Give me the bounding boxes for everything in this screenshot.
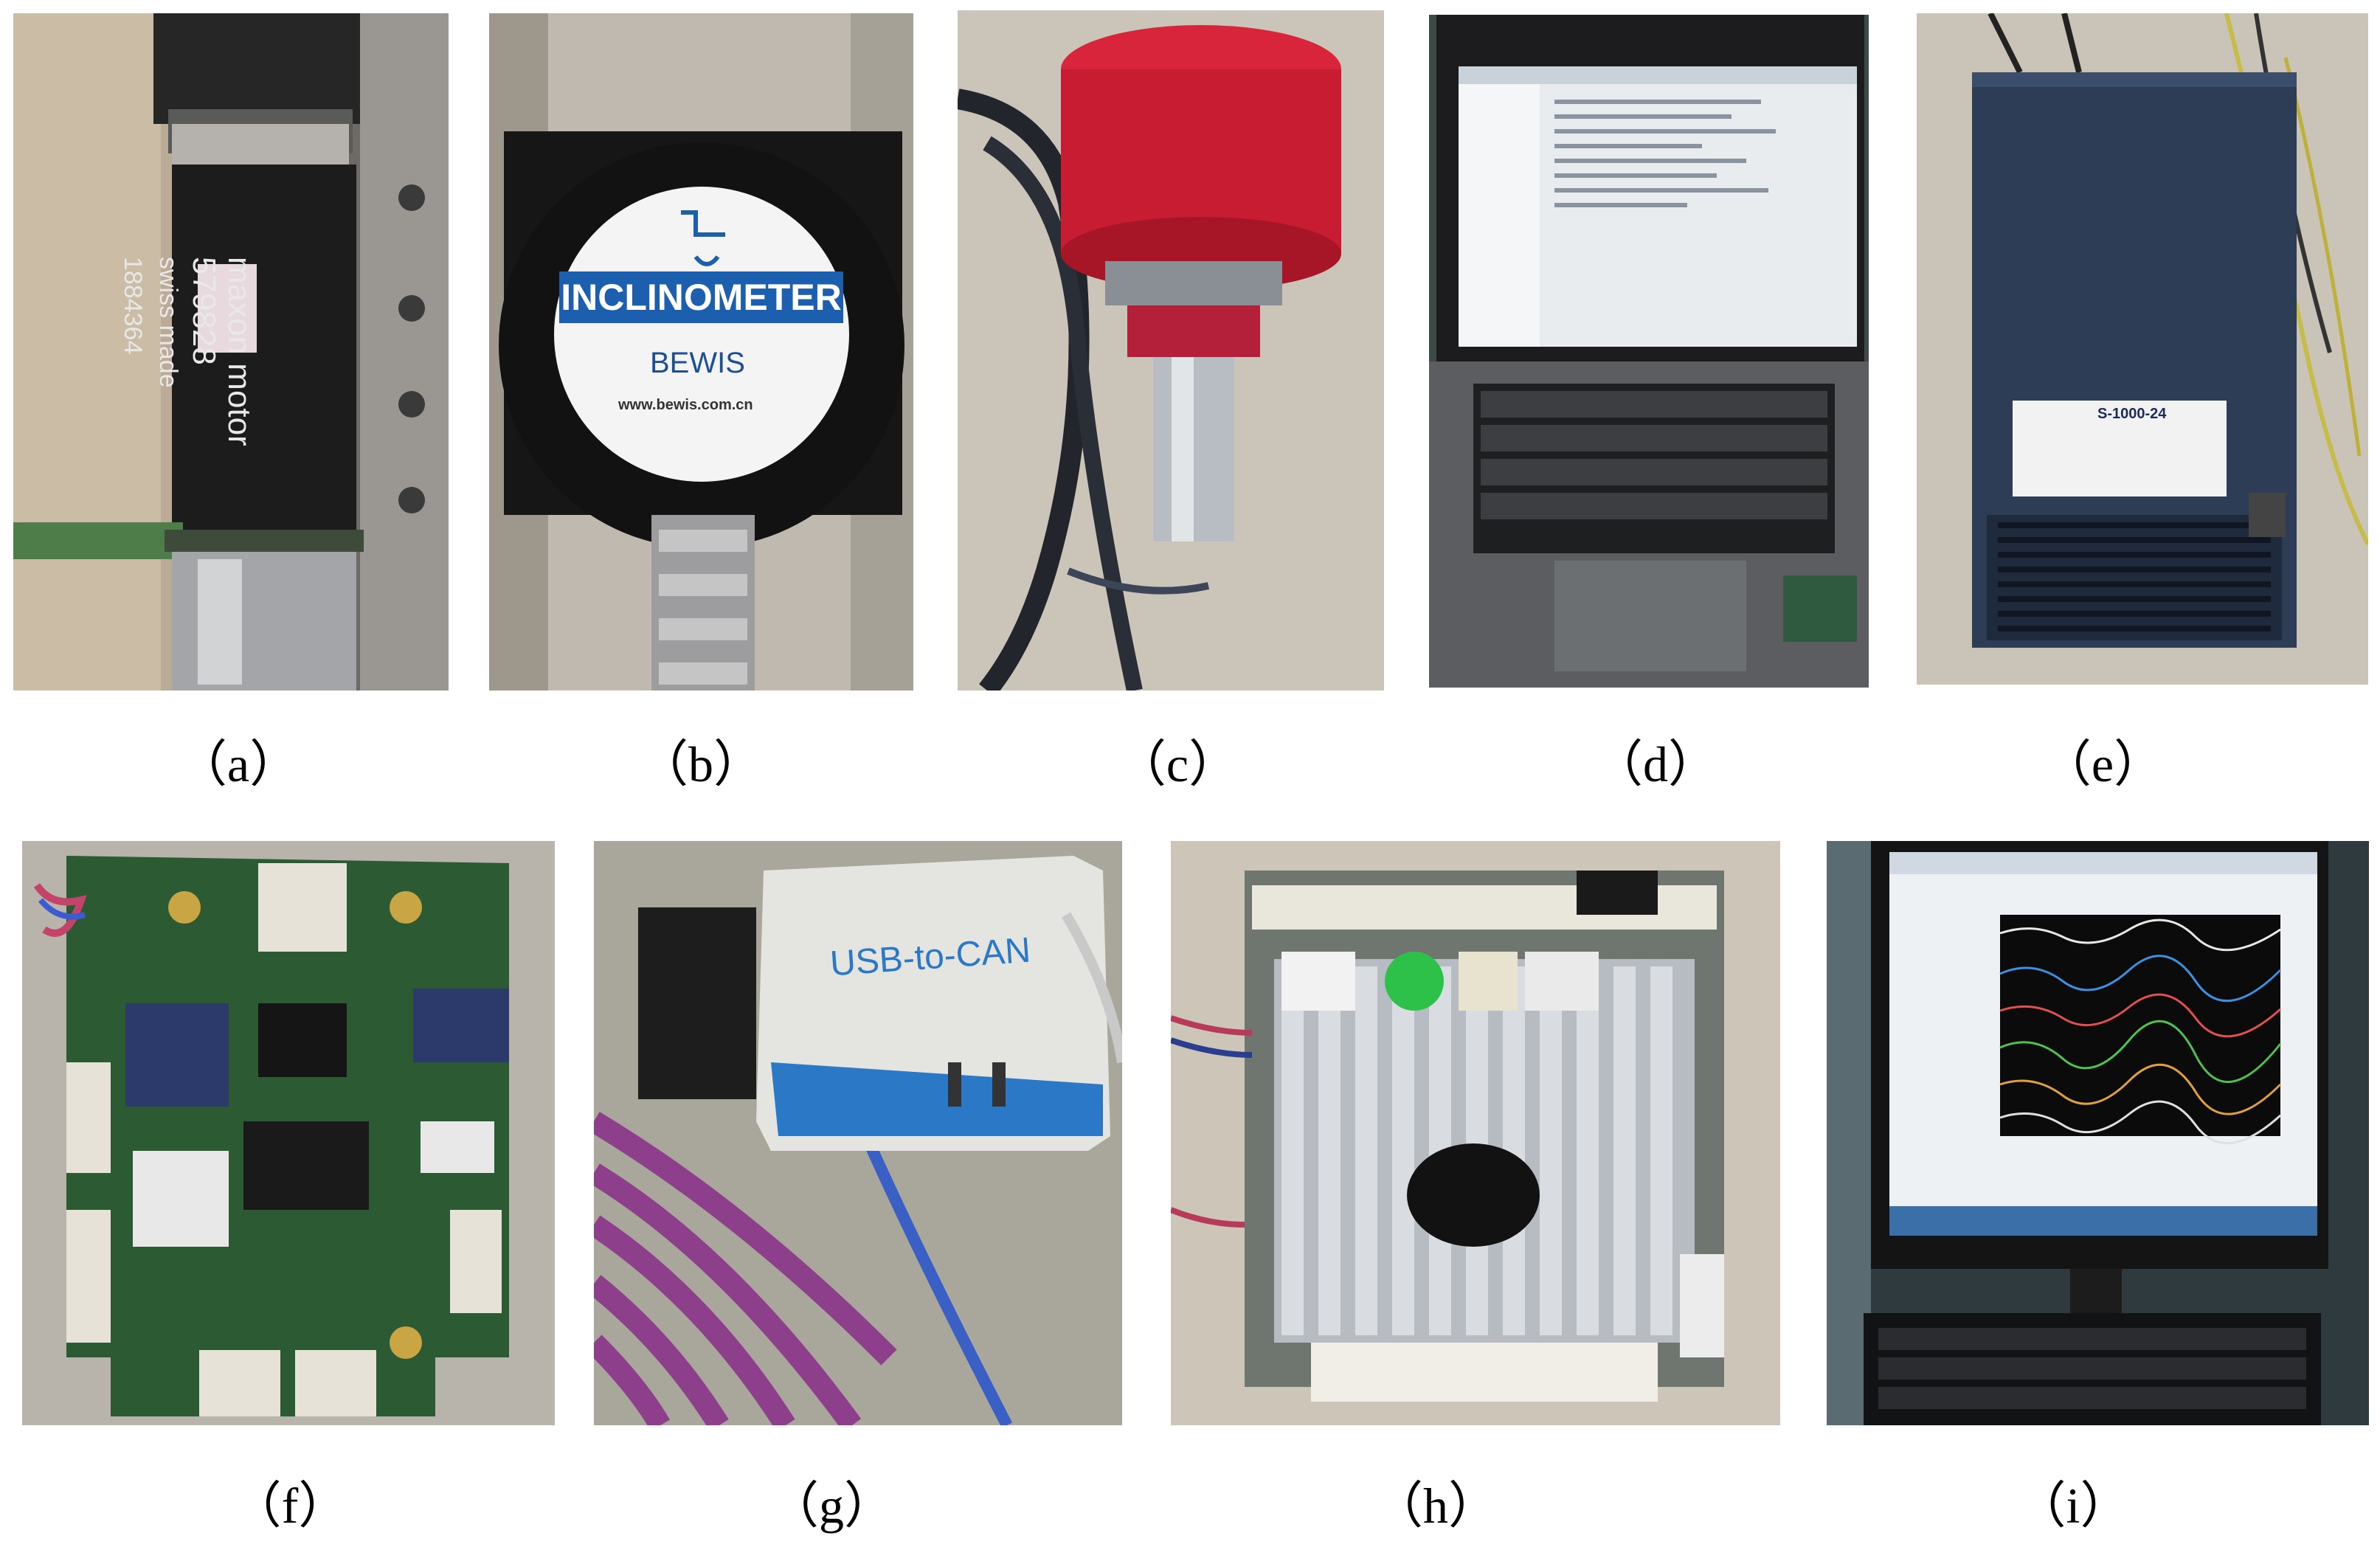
caption-i: （i） bbox=[2016, 1478, 2131, 1534]
motor-brand-text: maxon motor bbox=[221, 257, 257, 446]
motor-part-number-text: 579828 bbox=[186, 257, 222, 365]
photo-angle-sensor bbox=[958, 10, 1384, 691]
photo-controller-board bbox=[22, 841, 555, 1425]
motor-origin-text: swiss made bbox=[154, 257, 182, 388]
caption-a: （a） bbox=[176, 736, 300, 792]
caption-d: （d） bbox=[1592, 736, 1719, 792]
photo-usb-to-can: USB-to-CAN bbox=[594, 841, 1122, 1425]
motor-label: maxon motor 579828 swiss made 1884364 bbox=[115, 257, 257, 446]
photo-maxon-motor: maxon motor 579828 swiss made 1884364 bbox=[13, 13, 449, 691]
motor-serial-text: 1884364 bbox=[119, 257, 147, 355]
inclinometer-label: INCLINOMETER bbox=[561, 277, 842, 318]
caption-e: （e） bbox=[2041, 736, 2165, 792]
caption-c: （c） bbox=[1115, 736, 1239, 792]
psu-model-text: S-1000-24 bbox=[2097, 406, 2167, 422]
caption-g: （g） bbox=[768, 1478, 895, 1534]
photo-power-supply: S-1000-24 bbox=[1917, 13, 2368, 685]
bewis-brand-text: BEWIS bbox=[650, 347, 745, 379]
caption-f: （f） bbox=[231, 1478, 349, 1534]
photo-laptop bbox=[1429, 15, 1869, 688]
caption-b: （b） bbox=[637, 736, 764, 792]
photo-embedded-computer bbox=[1171, 841, 1780, 1425]
bewis-url-text: www.bewis.com.cn bbox=[618, 397, 753, 413]
photo-inclinometer: INCLINOMETER BEWIS www.bewis.com.cn bbox=[489, 13, 913, 691]
caption-h: （h） bbox=[1372, 1478, 1499, 1534]
photo-monitor-waveforms bbox=[1827, 841, 2369, 1425]
